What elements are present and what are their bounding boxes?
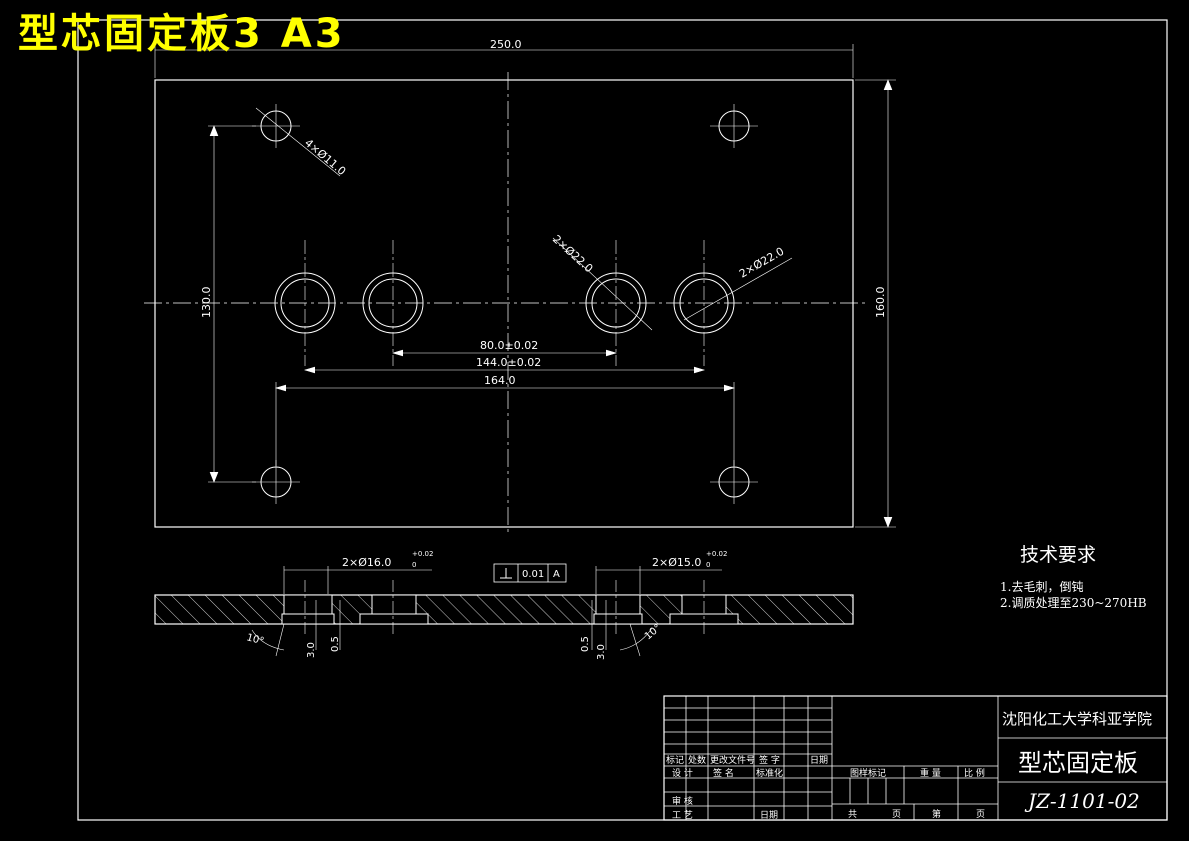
tech-requirement-item: 1.去毛刺，倒钝 (1000, 580, 1084, 594)
dim-text-overall-width: 250.0 (490, 38, 522, 51)
dim-text-depth-05-right: 0.5 (580, 636, 591, 652)
tb-date: 日期 (810, 755, 828, 766)
gdt-datum: A (553, 569, 560, 580)
dim-text-large-holes-a: 2×Ø22.0 (550, 233, 595, 276)
tb-part-name: 型芯固定板 (1018, 749, 1138, 777)
small-hole-tl (252, 104, 300, 148)
tb-signature: 签 名 (713, 767, 734, 779)
large-hole-4 (673, 240, 735, 366)
tb-page: 页 (976, 809, 985, 820)
tb-page-no: 第 (932, 808, 941, 820)
tb-sheets: 页 (892, 809, 901, 820)
large-hole-3 (585, 240, 647, 366)
small-hole-br (710, 460, 758, 504)
dim-overall-height (855, 79, 896, 528)
gdt-frame (493, 563, 567, 583)
tb-review: 审 核 (672, 795, 693, 807)
drawing-frame (77, 19, 1168, 821)
large-hole-1 (274, 240, 336, 366)
dim-164 (274, 382, 736, 466)
dim-text-small-holes: 4×Ø11.0 (302, 136, 348, 178)
page-title: 型芯固定板3 A3 (18, 11, 346, 57)
tech-requirements: 技术要求 1.去毛刺，倒钝 2.调质处理至230~270HB (1000, 540, 1147, 611)
small-hole-tr (710, 104, 758, 148)
dim-hole-spacing-y (208, 125, 256, 483)
tech-requirements-title: 技术要求 (1020, 544, 1097, 566)
section-view (154, 563, 854, 657)
dim-text-overall-height: 160.0 (874, 287, 887, 319)
tech-requirement-item: 2.调质处理至230~270HB (1000, 596, 1147, 610)
dim-text-80: 80.0±0.02 (480, 339, 538, 352)
gdt-value: 0.01 (522, 569, 544, 580)
dim-text-tol-lower-right: 0 (706, 561, 710, 569)
dim-80 (391, 349, 618, 357)
tb-total: 共 (848, 809, 857, 820)
title-block-labels: 标记 处数 更改文件号 签 字 日期 设 计 签 名 标准化 审 核 工 艺 日… (666, 754, 985, 821)
large-hole-2 (362, 240, 424, 366)
title-block (663, 695, 1168, 821)
tb-stage-mark: 图样标记 (850, 767, 886, 779)
dim-text-counterbore-right: 2×Ø15.0 (652, 556, 701, 569)
tb-process: 工 艺 (672, 810, 693, 821)
leader-small-holes (255, 107, 341, 177)
dim-144 (303, 366, 706, 374)
dim-text-164: 164.0 (484, 374, 516, 387)
leader-large-holes-a (552, 237, 653, 331)
dim-text-angle-left: 10° (245, 632, 265, 647)
leader-large-holes-b (683, 257, 793, 321)
dim-overall-width (154, 44, 854, 78)
tb-design: 设 计 (672, 767, 693, 779)
plan-view (144, 44, 896, 536)
tb-drawing-no: JZ-1101-02 (1024, 789, 1140, 813)
tb-school: 沈阳化工大学科亚学院 (1002, 710, 1152, 728)
tb-standardize: 标准化 (756, 767, 783, 779)
tb-weight: 重 量 (920, 767, 941, 779)
dim-text-tol-lower-left: 0 (412, 561, 416, 569)
dim-text-tol-upper-left: +0.02 (412, 550, 433, 558)
tb-scale: 比 例 (964, 767, 985, 779)
dim-text-depth-3-right: 3.0 (596, 644, 607, 660)
tb-mark: 标记 (666, 754, 684, 766)
dim-text-144: 144.0±0.02 (476, 356, 541, 369)
dim-text-angle-right: 10° (643, 622, 664, 642)
tb-change-doc: 更改文件号 (710, 754, 755, 766)
plate-outline (154, 79, 854, 528)
dim-text-tol-upper-right: +0.02 (706, 550, 727, 558)
dim-text-hole-spacing-y: 130.0 (200, 287, 213, 319)
tb-sign: 签 字 (759, 754, 780, 766)
dim-text-counterbore-left: 2×Ø16.0 (342, 556, 391, 569)
tb-count: 处数 (688, 754, 706, 766)
tb-date2: 日期 (760, 810, 778, 821)
dim-text-depth-05-left: 0.5 (330, 636, 341, 652)
dim-text-depth-3-left: 3.0 (306, 642, 317, 658)
small-hole-bl (252, 460, 300, 504)
